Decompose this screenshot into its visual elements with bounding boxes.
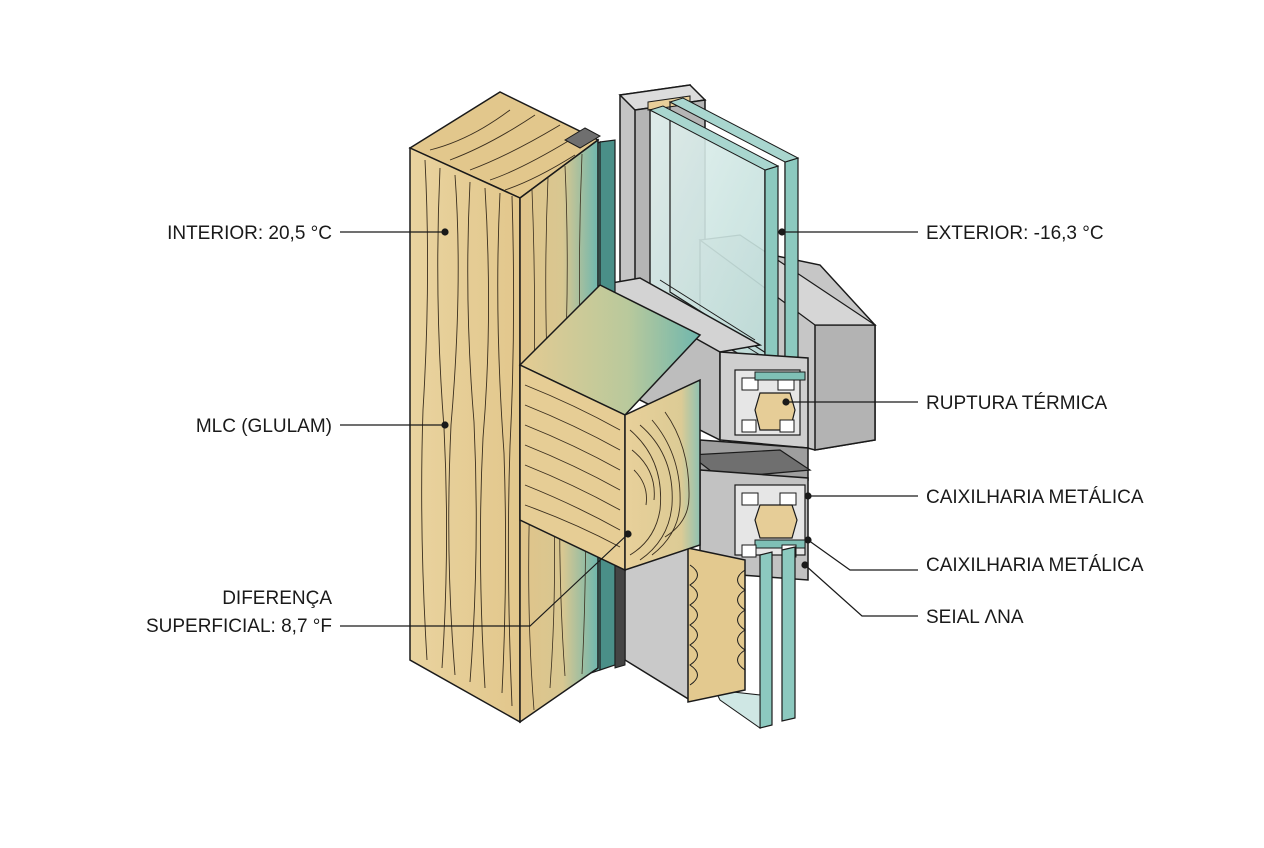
leader-exterior-dot	[778, 228, 786, 236]
glulam-column	[408, 91, 602, 724]
leader-interior-dot	[441, 228, 449, 236]
leader-frame-1-dot	[804, 492, 812, 500]
leader-frame-2	[807, 539, 918, 571]
leader-glulam-dot	[441, 421, 449, 429]
label-frame-1: CAIXILHARIA METÁLICA	[926, 487, 1144, 508]
glulam-beam	[518, 284, 702, 572]
label-glulam: MLC (GLULAM)	[196, 416, 332, 437]
label-interior: INTERIOR: 20,5 °C	[167, 223, 332, 244]
leader-frame-2-dot	[804, 536, 812, 544]
label-frame-2: CAIXILHARIA METÁLICA	[926, 555, 1144, 576]
label-difference-line2: SUPERFICIAL: 8,7 °F	[146, 616, 332, 637]
label-difference-line1: DIFERENÇA	[222, 588, 332, 609]
leader-seal-dot	[801, 561, 809, 569]
leader-lines	[340, 228, 918, 627]
leader-thermal-break-dot	[782, 398, 790, 406]
label-thermal-break: RUPTURA TÉRMICA	[926, 393, 1108, 414]
lower-insulation-panel	[624, 539, 746, 703]
label-exterior: EXTERIOR: -16,3 °C	[926, 223, 1104, 244]
leader-difference	[340, 533, 629, 627]
callout-labels: INTERIOR: 20,5 °C MLC (GLULAM) DIFERENÇA…	[146, 223, 1144, 637]
label-seal: SEIAL ɅNA	[926, 607, 1024, 628]
lower-aluminium-profile	[699, 469, 809, 581]
leader-difference-dot	[624, 530, 632, 538]
leader-seal	[804, 564, 918, 617]
lower-glass	[714, 546, 796, 729]
